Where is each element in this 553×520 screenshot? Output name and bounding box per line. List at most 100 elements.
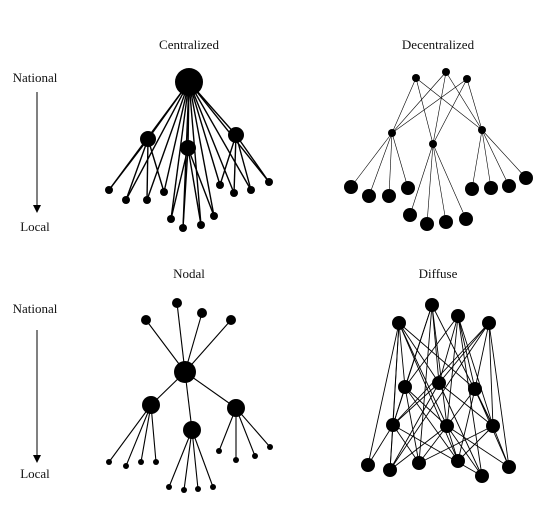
diffuse-edge <box>418 425 494 464</box>
centralized-node <box>140 131 156 147</box>
diffuse-node <box>432 376 446 390</box>
diffuse-edge <box>431 304 448 427</box>
centralized-network <box>105 68 273 232</box>
axis-bottom: National Local <box>13 301 58 481</box>
nodal-edge <box>183 429 193 491</box>
nodal-node <box>252 453 258 459</box>
decentralized-title: Decentralized <box>402 37 475 52</box>
diffuse-node <box>482 316 496 330</box>
decentralized-edge <box>432 71 447 145</box>
diffuse-edge <box>488 322 494 427</box>
nodal-edge <box>176 302 186 373</box>
diffuse-edge <box>446 425 483 477</box>
nodal-node <box>181 487 187 493</box>
centralized-node <box>247 186 255 194</box>
centralized-node <box>197 221 205 229</box>
nodal-edge <box>184 319 232 373</box>
nodal-edge <box>191 429 199 490</box>
centralized-title: Centralized <box>159 37 219 52</box>
axis-bottom-national-label: National <box>13 301 58 316</box>
decentralized-node <box>429 140 437 148</box>
centralized-node <box>122 196 130 204</box>
decentralized-node <box>502 179 516 193</box>
diffuse-node <box>386 418 400 432</box>
nodal-node <box>183 421 201 439</box>
decentralized-node <box>459 212 473 226</box>
decentralized-node <box>442 68 450 76</box>
centralized-node <box>179 224 187 232</box>
decentralized-node <box>403 208 417 222</box>
diffuse-edge <box>457 315 494 427</box>
centralized-node <box>230 189 238 197</box>
nodal-title: Nodal <box>173 266 205 281</box>
axis-top-local-label: Local <box>20 219 50 234</box>
nodal-node <box>267 444 273 450</box>
nodal-node <box>210 484 216 490</box>
diffuse-edge <box>488 322 510 468</box>
diffuse-edge <box>418 304 433 464</box>
decentralized-edge <box>445 71 483 131</box>
nodal-node <box>216 448 222 454</box>
nodal-node <box>106 459 112 465</box>
axis-bottom-local-label: Local <box>20 466 50 481</box>
diffuse-edge <box>418 425 448 464</box>
decentralized-edge <box>481 129 510 187</box>
decentralized-edge <box>368 132 393 197</box>
nodal-node <box>174 361 196 383</box>
decentralized-node <box>388 129 396 137</box>
decentralized-edge <box>391 132 409 189</box>
centralized-node <box>210 212 218 220</box>
centralized-node <box>228 127 244 143</box>
decentralized-network <box>344 68 533 231</box>
centralized-edge <box>188 81 221 186</box>
nodal-node <box>166 484 172 490</box>
centralized-edge <box>187 147 215 217</box>
axis-top-arrowhead <box>33 205 41 213</box>
decentralized-node <box>519 171 533 185</box>
nodal-node <box>197 308 207 318</box>
nodal-node <box>233 457 239 463</box>
diffuse-edge <box>389 382 440 471</box>
decentralized-node <box>420 217 434 231</box>
nodal-edge <box>150 404 157 463</box>
centralized-node <box>167 215 175 223</box>
centralized-edge <box>188 81 252 191</box>
diffuse-edge <box>457 315 476 390</box>
nodal-network <box>106 298 273 493</box>
decentralized-node <box>344 180 358 194</box>
centralized-node <box>216 181 224 189</box>
centralized-edge <box>188 81 215 217</box>
axis-top-national-label: National <box>13 70 58 85</box>
axis-bottom-arrowhead <box>33 455 41 463</box>
diffuse-node <box>440 419 454 433</box>
diffuse-edge <box>438 322 490 384</box>
centralized-edge <box>146 81 190 201</box>
nodal-edge <box>125 404 152 467</box>
centralized-edge <box>125 81 190 201</box>
nodal-edge <box>191 429 214 488</box>
centralized-node <box>105 186 113 194</box>
decentralized-edge <box>432 143 467 220</box>
diffuse-title: Diffuse <box>419 266 458 281</box>
nodal-node <box>141 315 151 325</box>
decentralized-edge <box>415 77 483 131</box>
diffuse-edge <box>389 425 448 471</box>
decentralized-edge <box>415 77 434 145</box>
decentralized-edge <box>432 78 468 145</box>
diffuse-edge <box>367 424 394 466</box>
decentralized-edge <box>481 129 527 179</box>
axis-top: National Local <box>13 70 58 234</box>
diffuse-edge <box>392 382 440 426</box>
diffuse-node <box>451 309 465 323</box>
centralized-edge <box>163 81 190 193</box>
decentralized-node <box>382 189 396 203</box>
diffuse-edge <box>446 425 510 468</box>
diffuse-edge <box>367 322 400 466</box>
centralized-edge <box>125 138 149 201</box>
diffuse-edge <box>446 388 476 427</box>
diffuse-node <box>425 298 439 312</box>
centralized-edge <box>233 134 237 194</box>
nodal-node <box>226 315 236 325</box>
diffuse-edge <box>492 425 510 468</box>
